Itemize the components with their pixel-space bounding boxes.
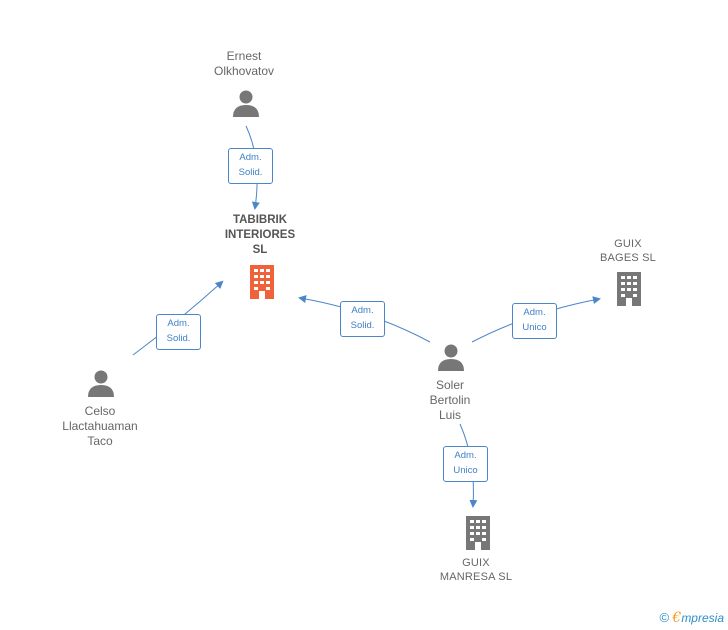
node-label-guix-manresa: GUIX MANRESA SL <box>439 557 513 583</box>
person-icon[interactable] <box>436 342 466 372</box>
node-label-soler: Soler Bertolin Luis <box>429 378 471 422</box>
edge-label-celso-tabibrik[interactable]: Adm. Solid. <box>156 314 201 350</box>
node-label-ernest: Ernest Olkhovatov <box>213 49 275 78</box>
empresia-logo-text: mpresia <box>681 611 724 625</box>
node-label-celso: Celso Llactahuaman Taco <box>62 404 138 448</box>
building-icon[interactable] <box>614 271 644 307</box>
copyright-icon: © <box>659 610 670 625</box>
person-icon[interactable] <box>86 368 116 398</box>
node-label-tabibrik: TABIBRIK INTERIORES SL <box>224 214 296 256</box>
building-icon[interactable] <box>463 515 493 551</box>
node-label-guix-bages: GUIX BAGES SL <box>599 238 656 264</box>
edge-label-ernest-tabibrik[interactable]: Adm. Solid. <box>228 148 273 184</box>
edge-label-soler-guix-manresa[interactable]: Adm. Unico <box>443 446 488 482</box>
empresia-logo-initial: € <box>672 610 682 626</box>
edge-label-soler-tabibrik[interactable]: Adm. Solid. <box>340 301 385 337</box>
edge-label-soler-guix-bages[interactable]: Adm. Unico <box>512 303 557 339</box>
copyright-footer: © €mpresia <box>659 610 724 626</box>
building-icon[interactable] <box>247 264 277 300</box>
person-icon[interactable] <box>231 88 261 118</box>
